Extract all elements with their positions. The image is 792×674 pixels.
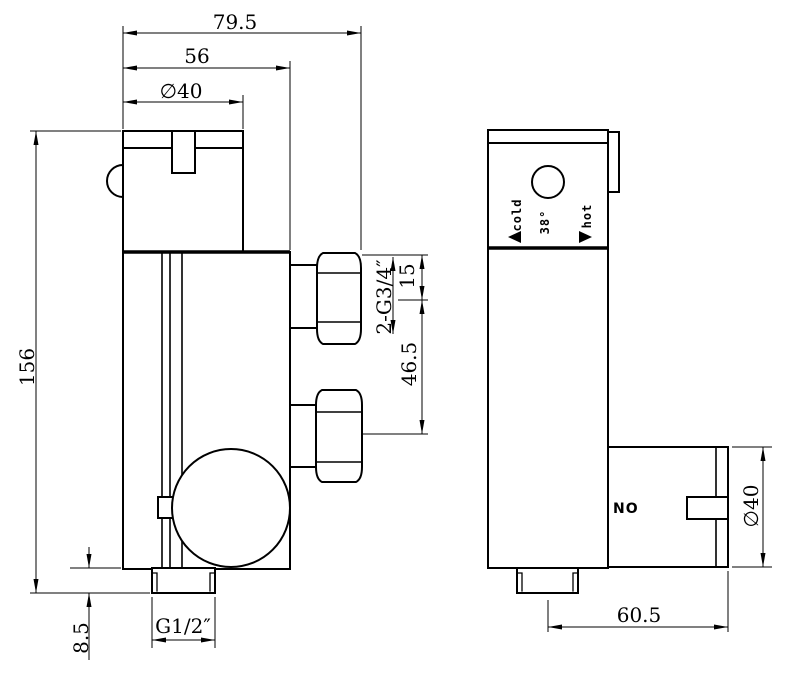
inlet-nut-bottom-facets (315, 411, 363, 463)
inlet-stub-top (289, 264, 318, 329)
override-button-front (531, 165, 565, 199)
side-outlet-chamfer (151, 572, 216, 592)
dim-outlet-stub: 8.5 (69, 622, 93, 654)
inlet-nut-top-facets (316, 272, 362, 323)
cold-arrow-icon (508, 231, 521, 243)
front-view: cold 38° hot NO (487, 129, 729, 594)
front-handle-tab (686, 496, 729, 520)
side-outlet (151, 567, 216, 594)
temp-label: 38° (538, 210, 552, 235)
front-outlet (516, 567, 579, 594)
flow-handle (171, 448, 291, 568)
dim-handle-diameter: ∅40 (160, 79, 203, 103)
hot-arrow-icon (579, 231, 592, 243)
temp-knob-block (122, 130, 244, 253)
knob-notch (171, 130, 196, 174)
dim-overall-width: 79.5 (213, 10, 258, 34)
inlet-nut-bottom (315, 389, 363, 483)
dim-knob-depth: 60.5 (617, 603, 662, 627)
front-body (487, 129, 609, 569)
dim-inlet-thread: 2-G3/4″ (372, 259, 396, 334)
dim-inlet-spacing: 46.5 (397, 342, 421, 387)
inlet-nut-top (316, 252, 362, 345)
dim-outlet-thread: G1/2″ (155, 614, 211, 638)
dim-body-width: 56 (184, 44, 209, 68)
inlet-stub-bottom (289, 404, 317, 468)
cold-label: cold (510, 199, 524, 232)
override-button (106, 163, 125, 199)
dim-knob-diameter-front: ∅40 (739, 485, 763, 528)
front-side-tab (607, 131, 620, 193)
dim-inlet-offset: 15 (395, 263, 419, 288)
side-view (106, 130, 363, 594)
front-outlet-chamfer (516, 572, 579, 592)
dimension-arrows (33, 30, 766, 643)
dim-overall-height: 156 (15, 348, 39, 386)
handle-text: NO (613, 501, 639, 517)
hot-label: hot (580, 204, 594, 229)
extension-lines (30, 26, 772, 648)
